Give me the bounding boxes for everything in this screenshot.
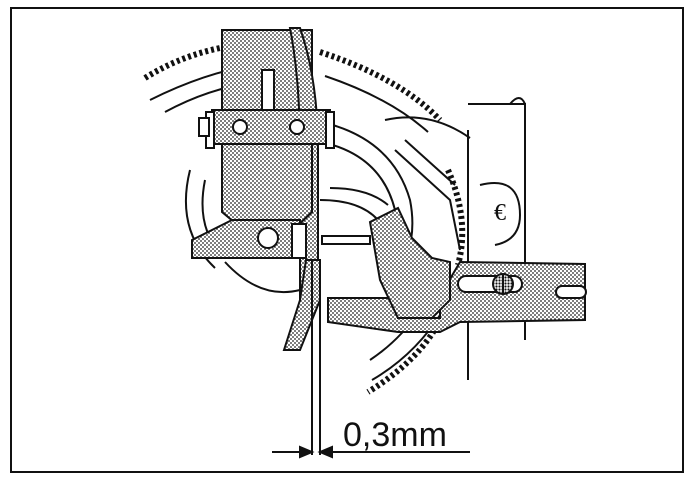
marking-glyph: € bbox=[494, 200, 506, 226]
presser-piece bbox=[191, 143, 313, 259]
mounting-bracket bbox=[205, 109, 335, 149]
dimension-label: 0,3mm bbox=[343, 416, 447, 454]
figure-frame bbox=[10, 7, 684, 473]
adjustment-arm bbox=[327, 206, 587, 333]
nut bbox=[198, 117, 210, 137]
housing-lines bbox=[384, 97, 526, 380]
gap-dimension bbox=[272, 445, 470, 459]
needle-guide bbox=[282, 259, 321, 455]
connecting-rod bbox=[321, 235, 371, 245]
